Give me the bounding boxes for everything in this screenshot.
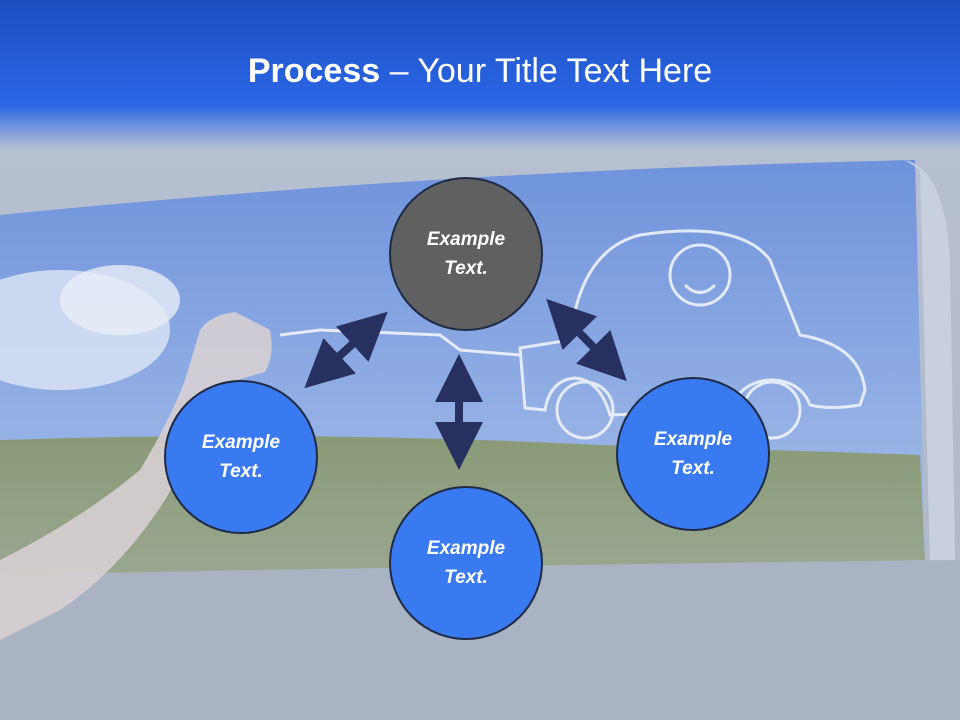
- node-bottom-text: Example Text.: [426, 538, 506, 588]
- title-rest: – Your Title Text Here: [380, 52, 713, 90]
- process-node-left[interactable]: Example Text.: [164, 380, 318, 534]
- process-node-top[interactable]: Example Text.: [389, 177, 543, 331]
- arrow-top-left: [304, 311, 388, 389]
- process-node-right[interactable]: Example Text.: [616, 377, 770, 531]
- slide-title[interactable]: Process – Your Title Text Here: [0, 52, 960, 91]
- title-bar: [0, 0, 960, 150]
- node-top-text: Example Text.: [426, 229, 506, 279]
- node-right-text: Example Text.: [653, 429, 733, 479]
- title-bold: Process: [247, 52, 381, 90]
- process-node-bottom[interactable]: Example Text.: [389, 486, 543, 640]
- arrow-top-right: [546, 298, 627, 382]
- node-left-text: Example Text.: [201, 432, 281, 482]
